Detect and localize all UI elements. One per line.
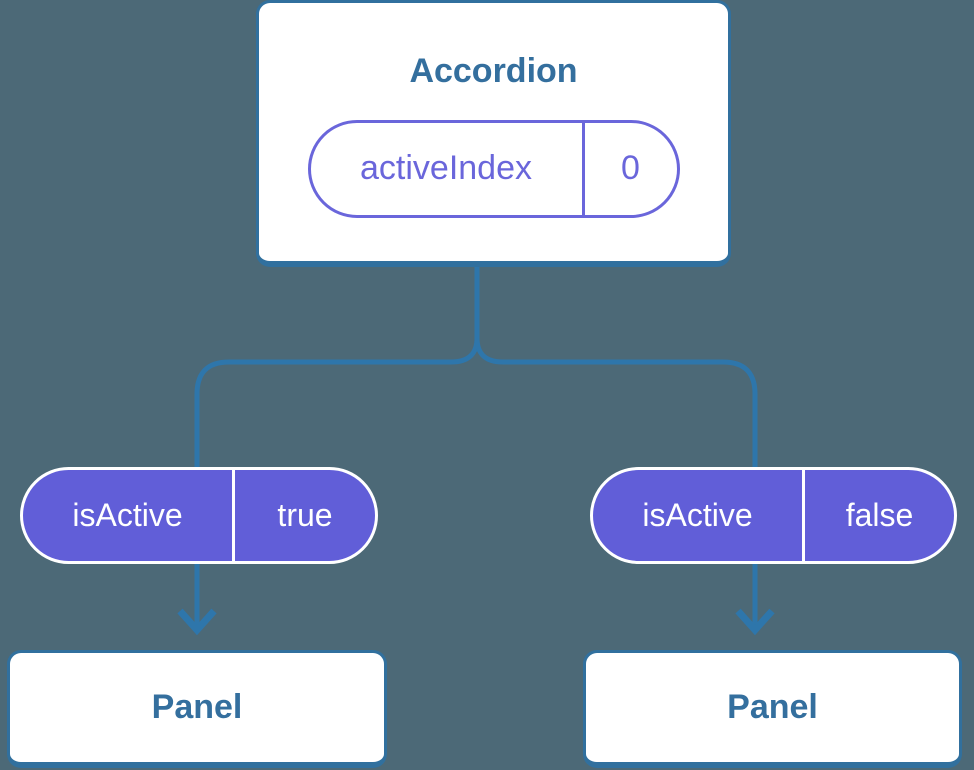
prop-name: isActive <box>72 497 183 533</box>
panel-node-right: Panel <box>583 650 962 768</box>
node-title: Accordion <box>409 52 578 90</box>
connector-left-branch <box>194 266 480 628</box>
pill-divider <box>581 122 585 215</box>
prop-value: false <box>845 497 914 533</box>
node-title: Panel <box>727 688 818 727</box>
prop-pill-true: isActive true <box>20 467 378 564</box>
prop-name: isActive <box>642 497 753 533</box>
pill-divider <box>232 470 235 561</box>
pill-divider <box>802 470 805 561</box>
state-pill: activeIndex 0 <box>307 119 680 218</box>
panel-node-left: Panel <box>7 650 387 768</box>
node-title: Panel <box>151 688 243 727</box>
state-name: activeIndex <box>360 149 532 188</box>
prop-value: true <box>277 497 333 533</box>
arrow-down-icon <box>177 608 217 636</box>
connector-right-branch <box>474 266 758 628</box>
accordion-node: Accordion activeIndex 0 <box>256 0 731 267</box>
state-value: 0 <box>621 149 640 188</box>
prop-pill-false: isActive false <box>590 467 957 564</box>
arrow-down-icon <box>735 608 775 636</box>
